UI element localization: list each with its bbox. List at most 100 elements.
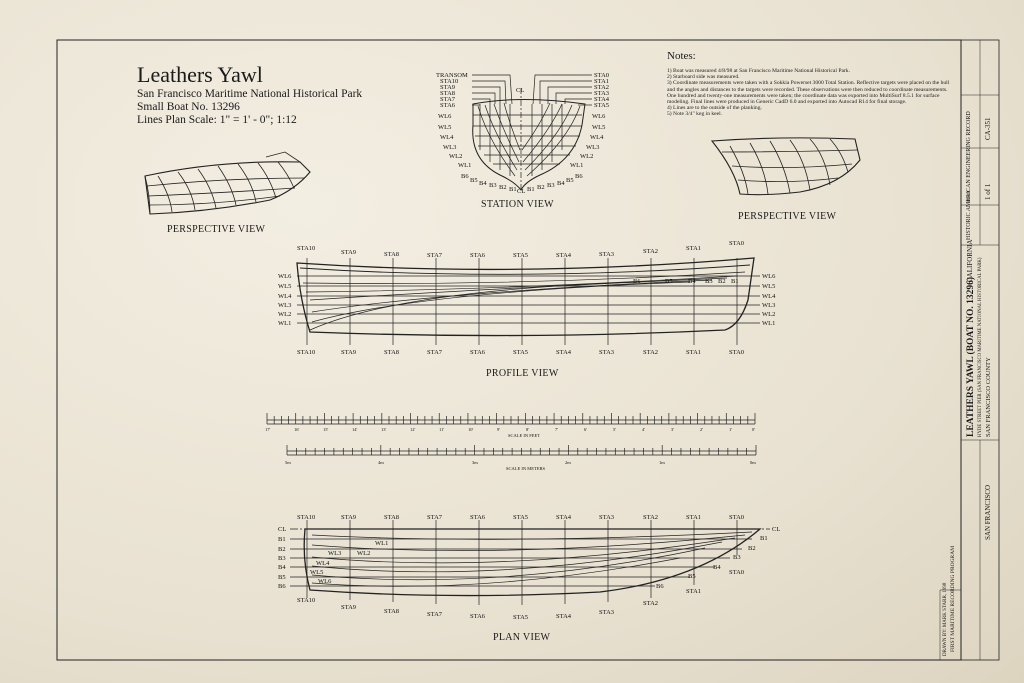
profile-station-top: STA3 — [599, 251, 614, 258]
profile-buttock-label: B1 — [731, 278, 739, 285]
plan-left-label: B5 — [278, 574, 286, 581]
profile-station-bottom: STA2 — [643, 349, 658, 356]
profile-station-bottom: STA3 — [599, 349, 614, 356]
profile-view — [296, 257, 760, 345]
station-view-left-label: STA6 — [440, 102, 456, 109]
plan-left-label: B6 — [278, 583, 286, 590]
meter-tick-label: 0m — [750, 460, 756, 465]
plan-left-label: B1 — [278, 536, 286, 543]
profile-station-bottom: STA10 — [297, 349, 315, 356]
plan-station-bottom: STA6 — [470, 613, 486, 620]
plan-view — [290, 520, 770, 605]
station-view-wl-right: WL3 — [586, 144, 599, 151]
plan-right-label: B2 — [748, 545, 756, 552]
station-view-buttock-label: B4 — [557, 180, 565, 187]
station-view-wl-right: WL4 — [590, 134, 604, 141]
note-item: 2) Starboard side was measured. — [667, 74, 740, 81]
station-view-buttock-label: B5 — [470, 177, 478, 184]
plan-station-top: STA9 — [341, 514, 356, 521]
title-block-location: HYDE STREET PIER (SAN FRANCISCO MARITIME… — [978, 257, 983, 437]
profile-buttock-label: B4 — [688, 278, 696, 285]
station-view-wl-left: WL2 — [449, 153, 462, 160]
plan-station-top: STA0 — [729, 514, 744, 521]
station-view-wl-right: WL1 — [570, 162, 583, 169]
station-view-right-label: STA0 — [594, 72, 609, 79]
profile-station-top: STA6 — [470, 252, 486, 259]
station-view-right-label: STA5 — [594, 102, 609, 109]
feet-tick-label: 12' — [410, 427, 416, 432]
station-view-buttock-label: B1 — [509, 186, 517, 193]
scale-feet-label: SCALE IN FEET — [508, 433, 540, 438]
plan-station-top: STA4 — [556, 514, 572, 521]
station-view-buttock-label: B3 — [547, 182, 555, 189]
feet-tick-label: 11' — [439, 427, 444, 432]
plan-left-label: B2 — [278, 546, 286, 553]
meter-tick-label: 2m — [565, 460, 571, 465]
plan-right-label: B3 — [733, 554, 741, 561]
station-view-wl-right: WL2 — [580, 153, 593, 160]
feet-tick-label: 4' — [642, 427, 645, 432]
plan-waterline-label: WL1 — [375, 540, 388, 547]
perspective-view-right — [710, 137, 861, 196]
feet-tick-label: 1' — [729, 427, 732, 432]
park-name: San Francisco Maritime National Historic… — [137, 88, 363, 100]
feet-tick-label: 9' — [497, 427, 500, 432]
station-view-right-label: STA4 — [594, 96, 610, 103]
profile-station-bottom: STA1 — [686, 349, 701, 356]
profile-wl-left: WL2 — [278, 311, 291, 318]
profile-wl-right: WL3 — [762, 302, 775, 309]
plan-station-bottom: STA7 — [427, 611, 443, 618]
profile-station-bottom: STA9 — [341, 349, 356, 356]
profile-station-top: STA4 — [556, 252, 572, 259]
feet-tick-label: 0' — [752, 427, 755, 432]
feet-tick-label: 5' — [613, 427, 616, 432]
station-view-wl-left: WL6 — [438, 113, 452, 120]
profile-wl-left: WL4 — [278, 293, 292, 300]
profile-wl-left: WL1 — [278, 320, 291, 327]
profile-wl-right: WL4 — [762, 293, 776, 300]
station-view-buttock-label: B6 — [461, 173, 469, 180]
station-view-buttock-label: B2 — [499, 184, 507, 191]
station-view-left-label: STA10 — [440, 78, 458, 85]
station-view-buttock-label: B4 — [479, 180, 487, 187]
station-view-labels: TRANSOM STA10 STA9 STA8 STA7 STA6 STA0 S… — [436, 72, 610, 195]
station-view-left-label: STA9 — [440, 84, 455, 91]
plan-waterline-label: WL5 — [310, 569, 323, 576]
perspective-view-right-caption: PERSPECTIVE VIEW — [738, 211, 837, 222]
title-block-drawn-by: DRAWN BY: MARK STARR, 1998 — [943, 582, 948, 656]
station-view-wl-right: WL5 — [592, 124, 605, 131]
meter-tick-label: 4m — [378, 460, 384, 465]
profile-station-top: STA0 — [729, 240, 744, 247]
profile-station-top: STA5 — [513, 252, 528, 259]
plan-station-top: STA7 — [427, 514, 443, 521]
note-item: 3) Coordinate measurements were taken wi… — [667, 80, 950, 106]
meter-tick-label: 1m — [659, 460, 665, 465]
profile-buttock-label: B3 — [705, 278, 713, 285]
station-view-wl-left: WL5 — [438, 124, 451, 131]
plan-station-bottom: STA2 — [643, 600, 658, 607]
title-block-sheet: 1 of 1 — [984, 183, 992, 200]
feet-tick-label: 2' — [700, 427, 703, 432]
profile-view-labels: STA10 STA9 STA8 STA7 STA6 STA5 STA4 STA3… — [278, 240, 776, 356]
notes-heading: Notes: — [667, 50, 696, 62]
plan-waterline-label: WL6 — [318, 578, 332, 585]
perspective-view-left — [144, 151, 311, 215]
plan-station-bottom: STA8 — [384, 608, 399, 615]
feet-tick-label: 6' — [584, 427, 587, 432]
meter-tick-label: 3m — [472, 460, 478, 465]
profile-wl-right: WL1 — [762, 320, 775, 327]
profile-station-top: STA1 — [686, 245, 701, 252]
plan-station-bottom: STA1 — [686, 588, 701, 595]
plan-station-top: STA1 — [686, 514, 701, 521]
station-view-right-label: STA1 — [594, 78, 609, 85]
station-view-left-label: STA8 — [440, 90, 455, 97]
station-view — [472, 74, 592, 192]
profile-station-bottom: STA7 — [427, 349, 443, 356]
profile-station-bottom: STA5 — [513, 349, 528, 356]
perspective-view-left-caption: PERSPECTIVE VIEW — [167, 224, 266, 235]
plan-station-top: STA6 — [470, 514, 486, 521]
note-item: 1) Boat was measured 4/8/98 at San Franc… — [667, 68, 850, 74]
feet-tick-label: 8' — [526, 427, 529, 432]
plan-station-top: STA10 — [297, 514, 315, 521]
